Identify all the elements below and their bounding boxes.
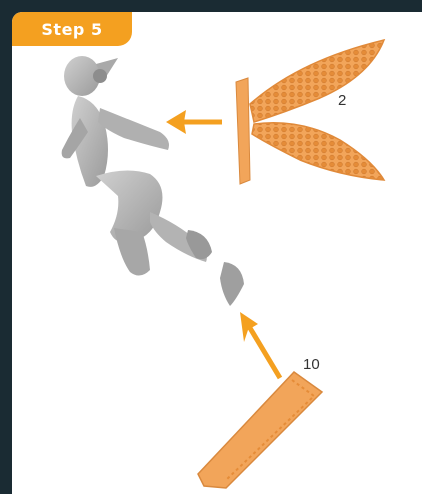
callout-stand-quantity: 10 [303, 356, 320, 373]
arrow-wings-icon [166, 110, 222, 134]
arrow-stand-icon [240, 312, 280, 378]
callout-wings-quantity: 2 [338, 92, 346, 109]
figure-icon [62, 56, 244, 306]
flight-stand-icon [198, 372, 322, 488]
wings-icon [236, 40, 384, 184]
